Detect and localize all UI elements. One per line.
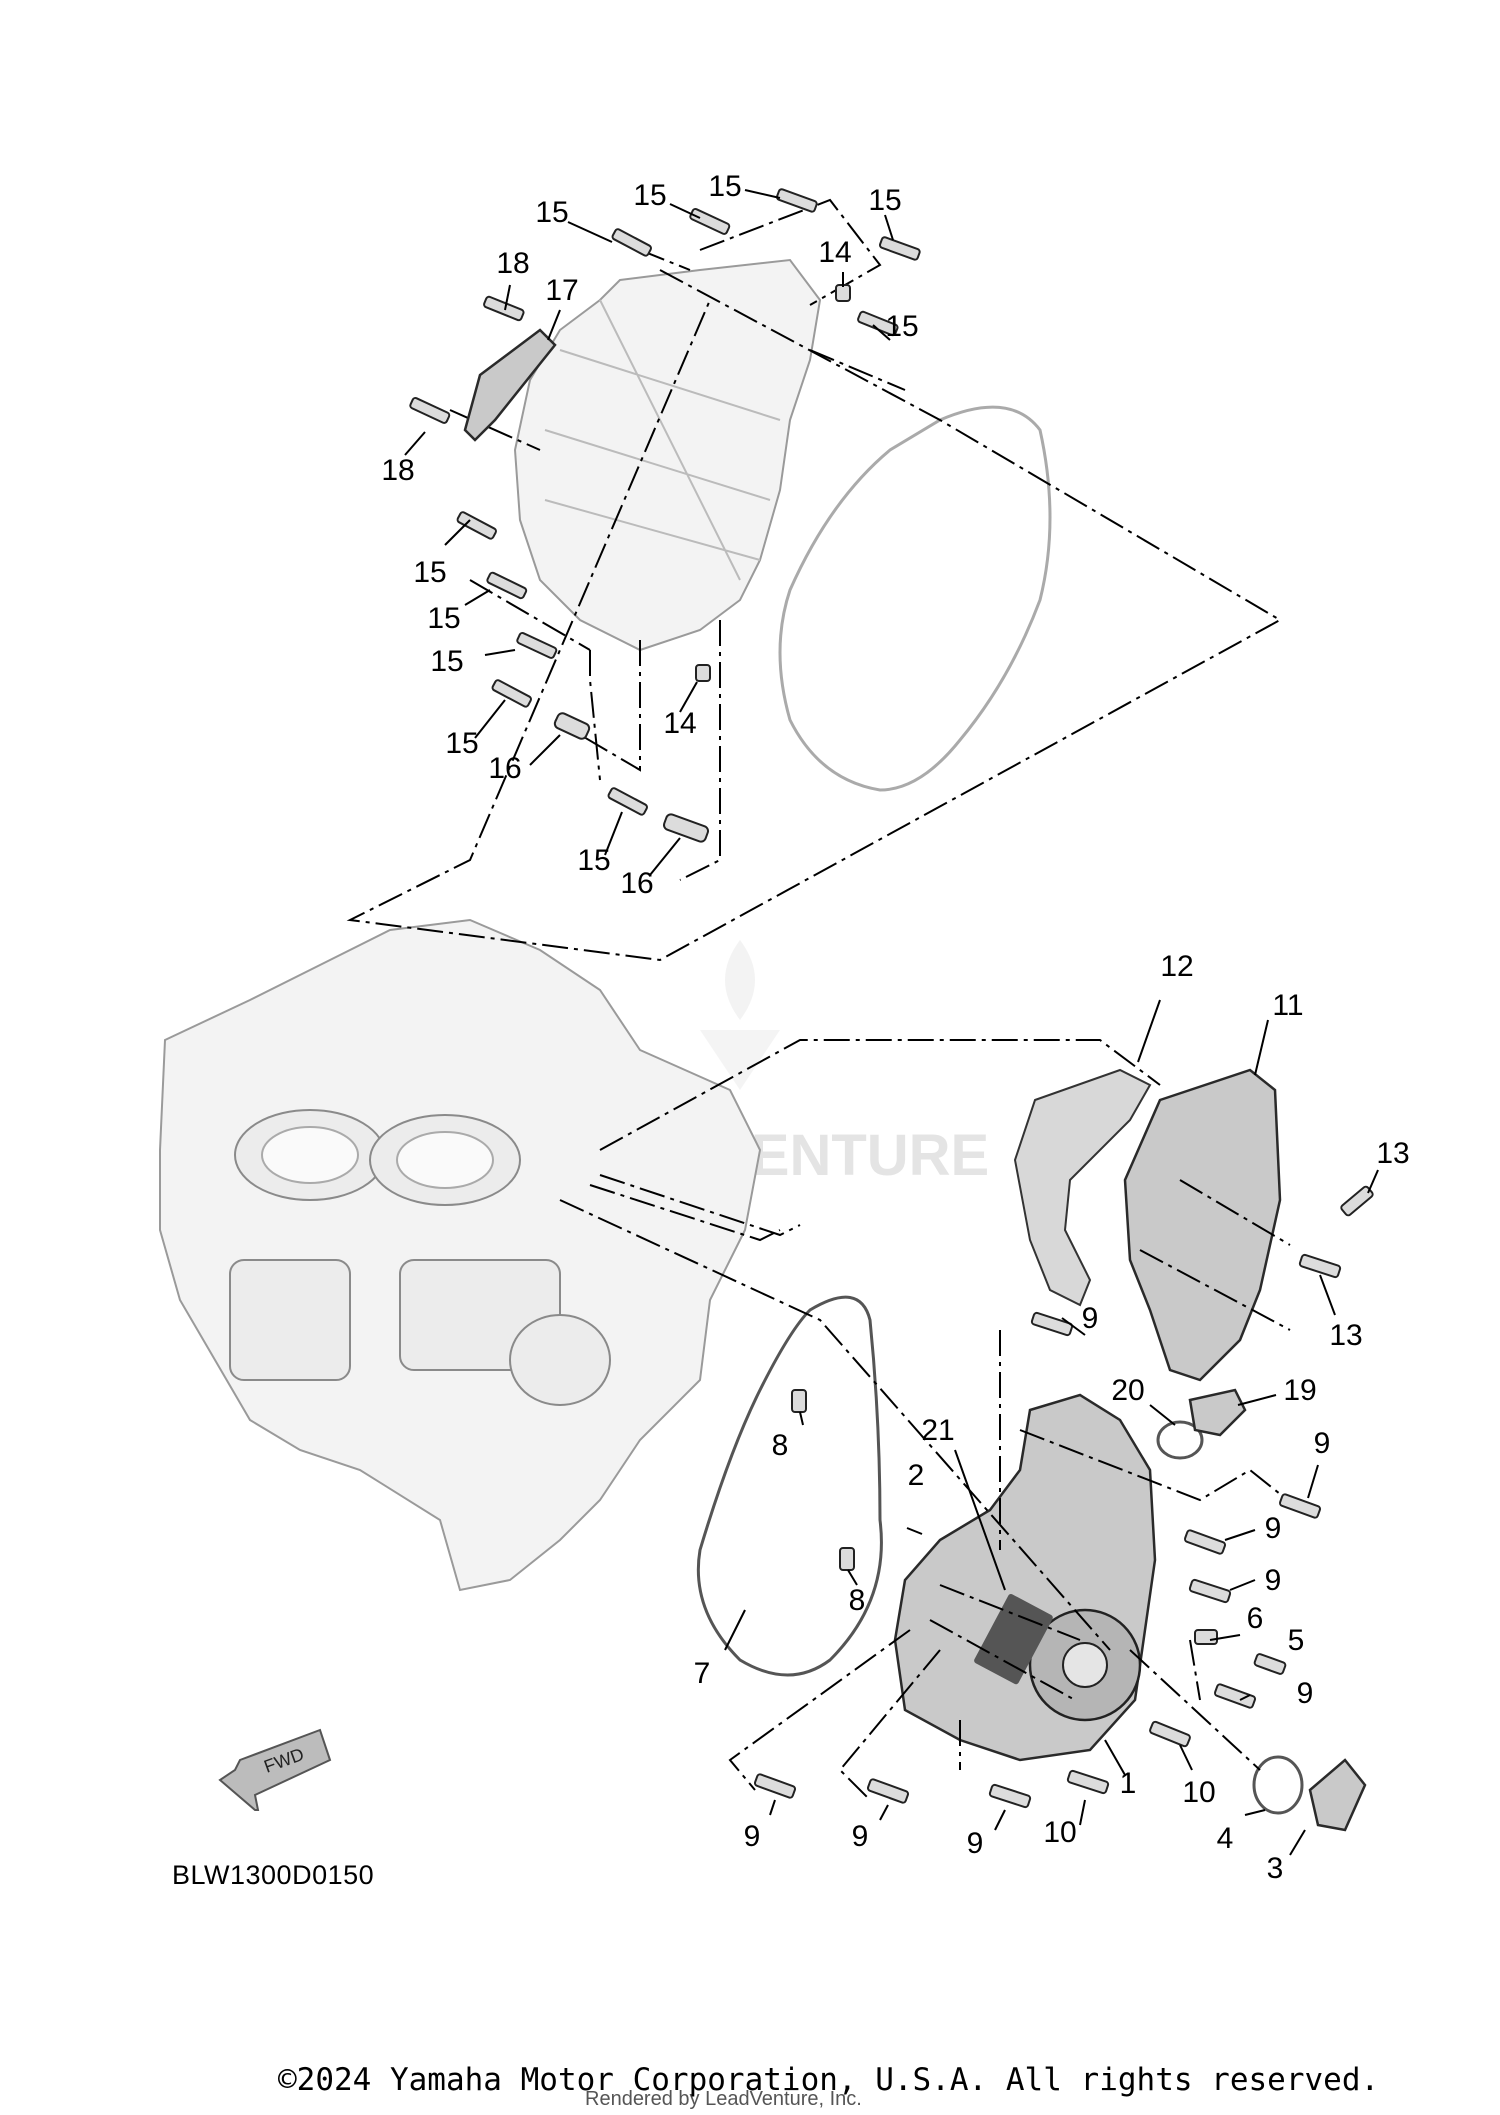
oring-4 — [1252, 1755, 1304, 1815]
cover-11 — [1123, 1068, 1282, 1382]
callout-labels: 15 15 15 15 14 18 17 15 18 15 15 15 14 1… — [381, 170, 1409, 1885]
callout-8: 8 — [772, 1429, 789, 1462]
callout-8: 8 — [849, 1584, 866, 1617]
callout-16: 16 — [488, 752, 521, 785]
callout-9: 9 — [967, 1827, 984, 1860]
cover-1 — [893, 1393, 1157, 1762]
callout-15: 15 — [885, 310, 918, 343]
callout-6: 6 — [1247, 1602, 1264, 1635]
watermark-text: ENTURE — [751, 1123, 989, 1188]
diagram-code: BLW1300D0150 — [172, 1860, 375, 1890]
callout-15: 15 — [633, 179, 666, 212]
callout-9: 9 — [1082, 1302, 1099, 1335]
callout-10: 10 — [1182, 1776, 1215, 1809]
bracket-12 — [1013, 1068, 1152, 1307]
callout-7: 7 — [694, 1657, 711, 1690]
callout-13: 13 — [1329, 1319, 1362, 1352]
fwd-arrow-icon: FWD — [218, 1728, 332, 1811]
lower-reference-lines — [559, 1039, 1301, 1801]
callout-15: 15 — [427, 602, 460, 635]
callout-17: 17 — [545, 274, 578, 307]
callout-9: 9 — [852, 1820, 869, 1853]
callout-12: 12 — [1160, 950, 1193, 983]
upper-bolts — [409, 188, 921, 843]
callout-15: 15 — [577, 844, 610, 877]
callout-2: 2 — [908, 1459, 925, 1492]
lower-gasket-7 — [696, 1295, 883, 1677]
callout-9: 9 — [1265, 1512, 1282, 1545]
callout-1: 1 — [1120, 1767, 1137, 1800]
callout-15: 15 — [535, 196, 568, 229]
callout-9: 9 — [744, 1820, 761, 1853]
copyright-notice: ©2024 Yamaha Motor Corporation, U.S.A. A… — [278, 2062, 1380, 2098]
rendered-by-text: Rendered by LeadVenture, Inc. — [585, 2088, 862, 2110]
callout-15: 15 — [708, 170, 741, 203]
plug-19 — [1188, 1388, 1247, 1437]
callout-21: 21 — [921, 1414, 954, 1447]
callout-15: 15 — [868, 184, 901, 217]
callout-19: 19 — [1283, 1374, 1316, 1407]
lower-leaders — [724, 999, 1379, 1856]
watermark-logo — [700, 940, 780, 1090]
callout-16: 16 — [620, 867, 653, 900]
callout-10: 10 — [1043, 1816, 1076, 1849]
upper-gasket — [778, 405, 1052, 792]
callout-20: 20 — [1111, 1374, 1144, 1407]
callout-4: 4 — [1217, 1822, 1234, 1855]
callout-9: 9 — [1314, 1427, 1331, 1460]
callout-14: 14 — [663, 707, 696, 740]
cap-3 — [1308, 1758, 1367, 1832]
callout-18: 18 — [496, 247, 529, 280]
callout-9: 9 — [1297, 1677, 1314, 1710]
upper-reference-lines — [346, 198, 1283, 962]
callout-18: 18 — [381, 454, 414, 487]
callout-5: 5 — [1288, 1624, 1305, 1657]
upper-leaders — [404, 189, 894, 876]
crankcase-block — [159, 918, 762, 1592]
callout-15: 15 — [430, 645, 463, 678]
oring-20 — [1156, 1420, 1204, 1460]
callout-15: 15 — [445, 727, 478, 760]
callout-15: 15 — [413, 556, 446, 589]
callout-14: 14 — [818, 236, 851, 269]
callout-13: 13 — [1376, 1137, 1409, 1170]
upper-case-cover — [513, 258, 822, 652]
callout-3: 3 — [1267, 1852, 1284, 1885]
callout-11: 11 — [1272, 989, 1303, 1022]
callout-9: 9 — [1265, 1564, 1282, 1597]
